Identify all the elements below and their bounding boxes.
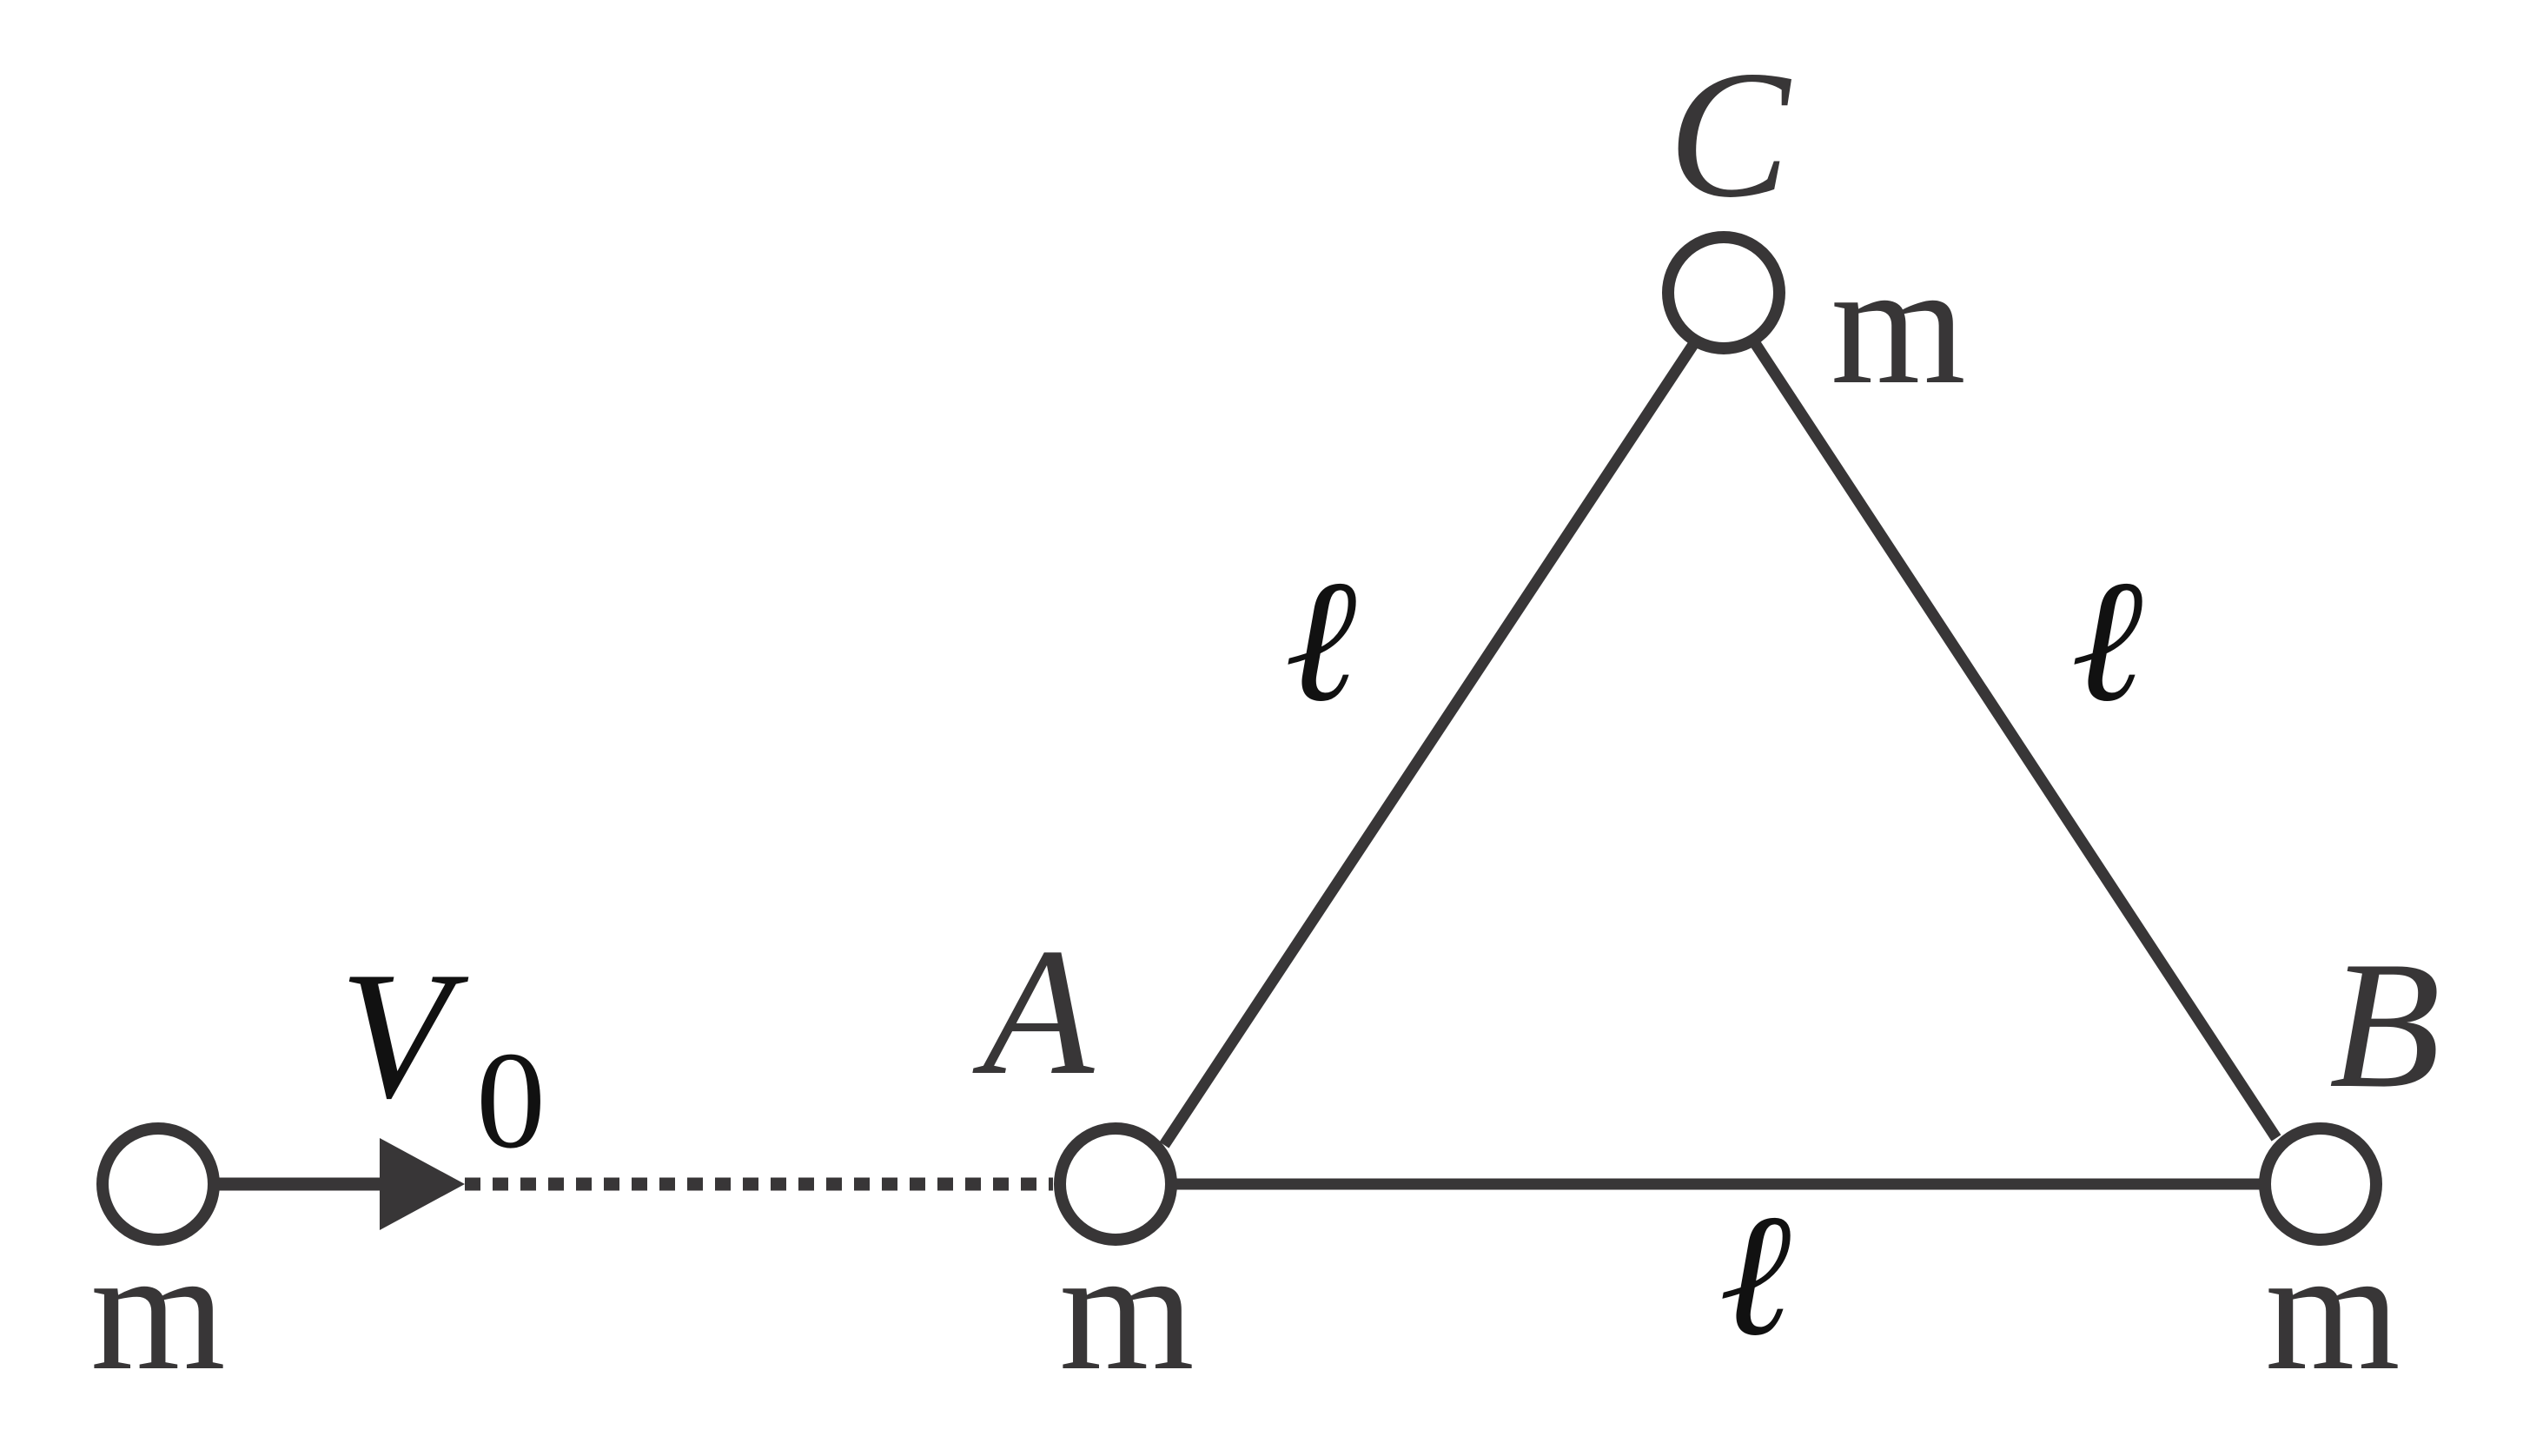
rod-AC — [1159, 340, 1699, 1148]
triangle-rods — [1159, 340, 2281, 1190]
side-length-AC: ℓ — [1284, 546, 1356, 738]
mass-C — [1662, 231, 1785, 354]
mass-incoming-ball — [96, 1122, 220, 1246]
velocity-arrow — [219, 1138, 465, 1230]
side-length-CB: ℓ — [2070, 546, 2142, 738]
mass-label-B: m — [2265, 1214, 2400, 1406]
velocity-label: V 0 — [340, 935, 546, 1177]
velocity-subscript: 0 — [476, 1023, 546, 1177]
vertex-label-A: A — [972, 911, 1095, 1113]
mass-A-ball — [1054, 1122, 1177, 1246]
mass-B-ball — [2259, 1122, 2382, 1246]
mass-C-ball — [1662, 231, 1785, 354]
mass-label-A: m — [1059, 1214, 1195, 1406]
vertex-label-B: B — [2329, 924, 2440, 1126]
rod-CB — [1750, 340, 2281, 1142]
side-length-AB: ℓ — [1718, 1180, 1791, 1372]
mass-A — [1054, 1122, 1177, 1246]
mass-label-C: m — [1831, 228, 1966, 420]
mass-label-incoming: m — [90, 1214, 226, 1406]
mass-B — [2259, 1122, 2382, 1246]
velocity-arrow-head — [380, 1138, 465, 1230]
mass-incoming — [96, 1122, 220, 1246]
vertex-label-C: C — [1668, 34, 1792, 235]
velocity-symbol: V — [340, 935, 469, 1136]
